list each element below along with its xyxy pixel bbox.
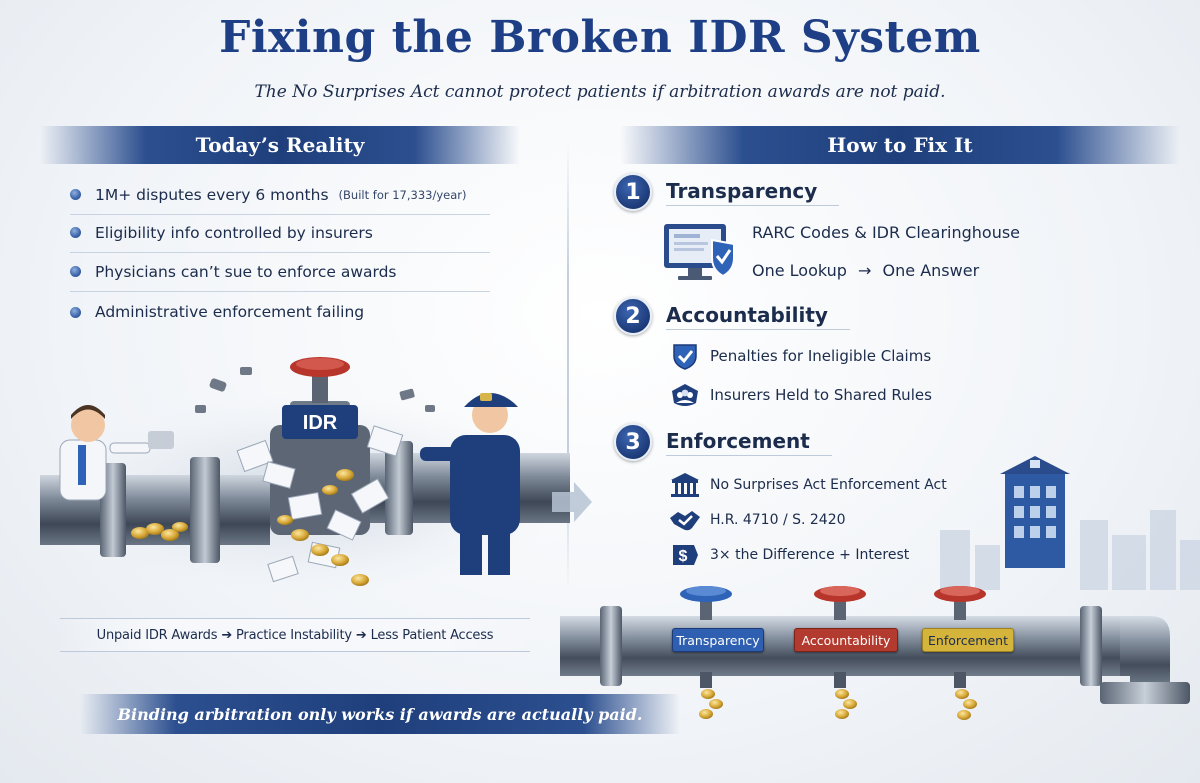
accountability-item-text: Insurers Held to Shared Rules xyxy=(710,386,932,404)
step-title: Transparency xyxy=(666,179,840,206)
enforcement-item: H.R. 4710 / S. 2420 xyxy=(668,505,846,535)
reality-heading-text: Today’s Reality xyxy=(195,133,365,157)
section-divider xyxy=(567,140,569,590)
reality-item: 1M+ disputes every 6 months (Built for 1… xyxy=(70,175,490,215)
pipeline-label-transparency: Transparency xyxy=(672,628,764,652)
building-icon xyxy=(1000,456,1070,568)
arrow-right-icon: → xyxy=(858,261,872,280)
enforcement-officer-figure xyxy=(420,393,520,575)
pipeline-label-accountability: Accountability xyxy=(794,628,898,652)
accountability-item: Insurers Held to Shared Rules xyxy=(668,380,932,410)
bullet-icon xyxy=(70,266,81,277)
arrow-right-icon: ➔ xyxy=(221,627,233,643)
flow-step: Less Patient Access xyxy=(370,627,494,643)
footer-message: Binding arbitration only works if awards… xyxy=(117,704,643,724)
lookup-step: One Lookup xyxy=(752,261,847,280)
reality-item-text: 1M+ disputes every 6 months xyxy=(95,185,329,204)
transparency-detail: RARC Codes & IDR Clearinghouse xyxy=(752,223,1021,242)
step-number-badge: 1 xyxy=(614,173,652,211)
enforcement-item-text: 3× the Difference + Interest xyxy=(710,547,910,563)
fix-heading: How to Fix It xyxy=(620,126,1180,164)
fixed-pipeline-illustration: Transparency Accountability Enforcement xyxy=(560,576,1200,726)
bullet-icon xyxy=(70,189,81,200)
step-number-badge: 2 xyxy=(614,297,652,335)
enforcement-item: $ 3× the Difference + Interest xyxy=(668,540,909,570)
svg-text:$: $ xyxy=(679,548,688,565)
reality-heading: Today’s Reality xyxy=(40,126,520,164)
enforcement-item-text: No Surprises Act Enforcement Act xyxy=(710,477,947,493)
fix-heading-text: How to Fix It xyxy=(827,133,973,157)
bullet-icon xyxy=(70,227,81,238)
chevron-right-icon xyxy=(552,482,592,522)
pipeline-label-enforcement: Enforcement xyxy=(922,628,1014,652)
enforcement-item: No Surprises Act Enforcement Act xyxy=(668,470,947,500)
step-number-badge: 3 xyxy=(614,423,652,461)
idr-valve-label: IDR xyxy=(303,412,338,434)
arrow-right-icon: ➔ xyxy=(355,627,367,643)
shield-check-icon xyxy=(673,344,697,370)
reality-item: Administrative enforcement failing xyxy=(70,292,490,332)
money-icon: $ xyxy=(673,545,698,565)
reality-item-text: Physicians can’t sue to enforce awards xyxy=(95,262,397,281)
bullet-icon xyxy=(70,306,81,318)
step-title: Accountability xyxy=(666,303,850,330)
shield-people-icon xyxy=(672,384,698,406)
broken-pipe-illustration: IDR xyxy=(40,357,570,595)
handshake-icon xyxy=(670,511,700,531)
footer-message-banner: Binding arbitration only works if awards… xyxy=(80,694,680,734)
impact-flow: Unpaid IDR Awards ➔ Practice Instability… xyxy=(60,618,530,652)
flow-step: Unpaid IDR Awards xyxy=(96,627,218,643)
city-skyline-illustration xyxy=(940,456,1200,590)
page-subtitle: The No Surprises Act cannot protect pati… xyxy=(254,82,946,102)
page-title: Fixing the Broken IDR System xyxy=(219,12,981,63)
step-title: Enforcement xyxy=(666,429,832,456)
enforcement-item-text: H.R. 4710 / S. 2420 xyxy=(710,512,846,528)
monitor-check-icon xyxy=(664,224,735,280)
doctor-figure xyxy=(59,405,174,501)
flow-step: Practice Instability xyxy=(236,627,352,643)
reality-item-text: Eligibility info controlled by insurers xyxy=(95,223,373,242)
reality-item-note: (Built for 17,333/year) xyxy=(338,187,467,202)
transparency-lookup: One Lookup → One Answer xyxy=(752,261,979,280)
step-enforcement-heading: 3 Enforcement xyxy=(614,422,832,462)
step-transparency-heading: 1 Transparency xyxy=(614,172,840,212)
reality-item: Physicians can’t sue to enforce awards xyxy=(70,252,490,292)
accountability-item-text: Penalties for Ineligible Claims xyxy=(710,347,932,365)
accountability-item: Penalties for Ineligible Claims xyxy=(668,341,931,371)
bank-icon xyxy=(671,473,699,497)
lookup-step: One Answer xyxy=(882,261,980,280)
step-accountability-heading: 2 Accountability xyxy=(614,296,850,336)
reality-item-text: Administrative enforcement failing xyxy=(95,303,365,321)
reality-item: Eligibility info controlled by insurers xyxy=(70,213,490,253)
